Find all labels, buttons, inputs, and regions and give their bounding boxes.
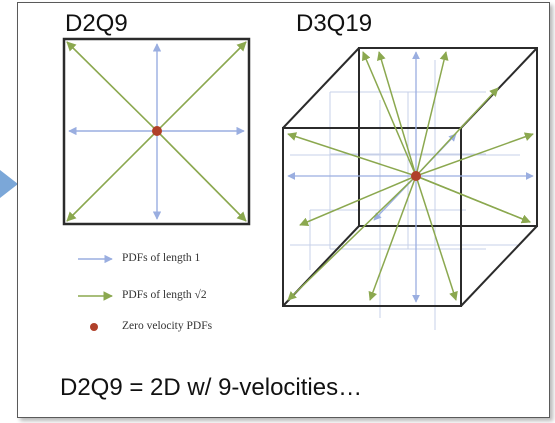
legend-label-length1: PDFs of length 1 [122,252,201,264]
d3q19-lattice [282,47,538,330]
d3q19-front-face [282,127,462,307]
d3q19-diagonal-arrows [287,51,534,301]
d2q9-square [62,37,251,226]
d3q19-edge-br [460,225,538,307]
d2q9-lattice [62,37,251,226]
d3q19-title: D3Q19 [296,10,373,37]
pointer-arrow-icon [0,170,18,198]
legend-label-sqrt2: PDFs of length √2 [122,289,207,301]
d2q9-arrow-sw [66,130,158,222]
legend-zero-dot-icon [90,323,98,331]
caption: D2Q9 = 2D w/ 9-velocities… [60,374,363,401]
d2q9-arrow-nw [66,41,158,132]
d2q9-center-dot [152,126,162,136]
d2q9-arrow-ne [156,41,247,132]
legend-markers [78,254,113,331]
d3q19-back-face [358,47,538,227]
d2q9-title: D2Q9 [65,10,128,37]
d3q19-edge-tl [282,47,360,129]
d3q19-center-dot [411,171,421,181]
legend-label-zero: Zero velocity PDFs [122,320,213,332]
d2q9-arrow-se [156,130,247,222]
